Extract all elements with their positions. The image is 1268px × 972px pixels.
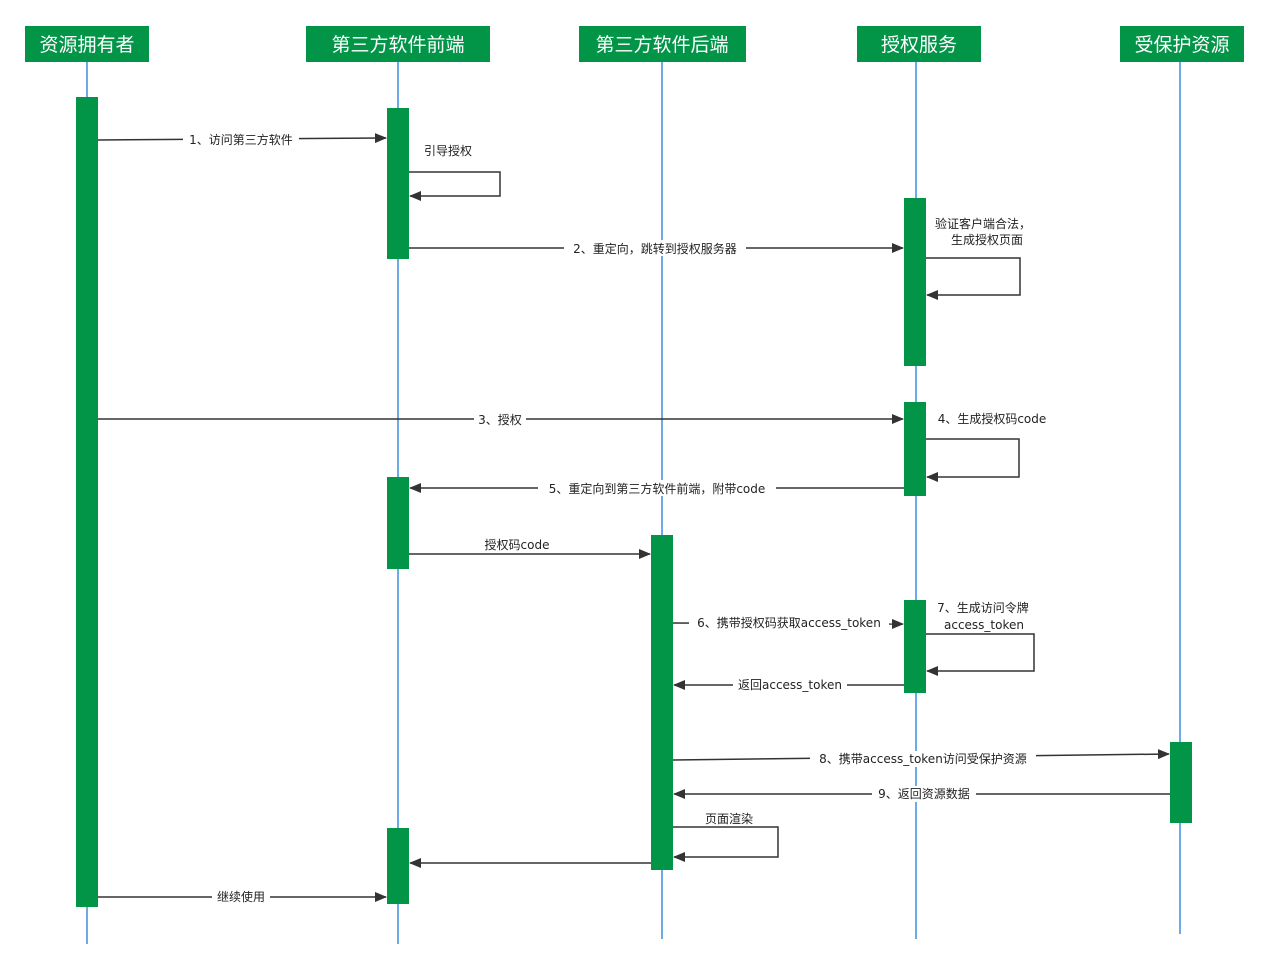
actor-label: 受保护资源 (1134, 34, 1229, 56)
actor-label: 资源拥有者 (39, 34, 134, 56)
activation-bar (904, 600, 926, 693)
activation-bar (1170, 742, 1192, 823)
activations (76, 97, 1192, 907)
self-message-arrow (926, 633, 1035, 676)
message-label: 6、携带授权码获取access_token (697, 615, 881, 630)
actor-label: 第三方软件前端 (331, 34, 464, 56)
message-label: 4、生成授权码code (938, 411, 1047, 426)
self-message-arrow (673, 826, 779, 862)
message-label: 9、返回资源数据 (878, 786, 970, 801)
message-label: access_token (944, 618, 1024, 632)
message-label: 生成授权页面 (951, 232, 1023, 247)
activation-bar (387, 108, 409, 259)
actor-backend: 第三方软件后端 (579, 26, 746, 62)
activation-bar (904, 198, 926, 366)
message-label: 8、携带access_token访问受保护资源 (819, 751, 1027, 766)
activation-bar (651, 535, 673, 870)
message-label: 7、生成访问令牌 (937, 600, 1029, 615)
message-label: 引导授权 (424, 143, 472, 158)
actor-label: 第三方软件后端 (595, 34, 728, 56)
message-label: 授权码code (485, 537, 550, 552)
message-label: 继续使用 (217, 889, 265, 904)
activation-bar (387, 828, 409, 904)
self-message-arrow (926, 257, 1021, 300)
message-label: 1、访问第三方软件 (189, 132, 293, 147)
message-label: 3、授权 (478, 412, 522, 427)
actor-label: 授权服务 (881, 34, 957, 56)
actor-frontend: 第三方软件前端 (306, 26, 490, 62)
lifelines (86, 62, 1181, 944)
message-label: 5、重定向到第三方软件前端，附带code (549, 481, 766, 496)
actor-auth-service: 授权服务 (857, 26, 981, 62)
activation-bar (904, 402, 926, 496)
actor-protected-resource: 受保护资源 (1120, 26, 1244, 62)
actor-resource-owner: 资源拥有者 (25, 26, 149, 62)
message-label: 验证客户端合法， (935, 216, 1031, 231)
activation-bar (387, 477, 409, 569)
self-message-arrow (926, 438, 1020, 482)
message-label: 页面渲染 (705, 811, 753, 826)
self-message-arrow (409, 171, 501, 201)
message-label: 返回access_token (738, 678, 842, 692)
activation-bar (76, 97, 98, 907)
message-label: 2、重定向，跳转到授权服务器 (573, 241, 737, 256)
messages: 1、访问第三方软件 引导授权 2、重定向，跳转到授权服务器 验证客户端合法， 生… (97, 131, 1170, 905)
